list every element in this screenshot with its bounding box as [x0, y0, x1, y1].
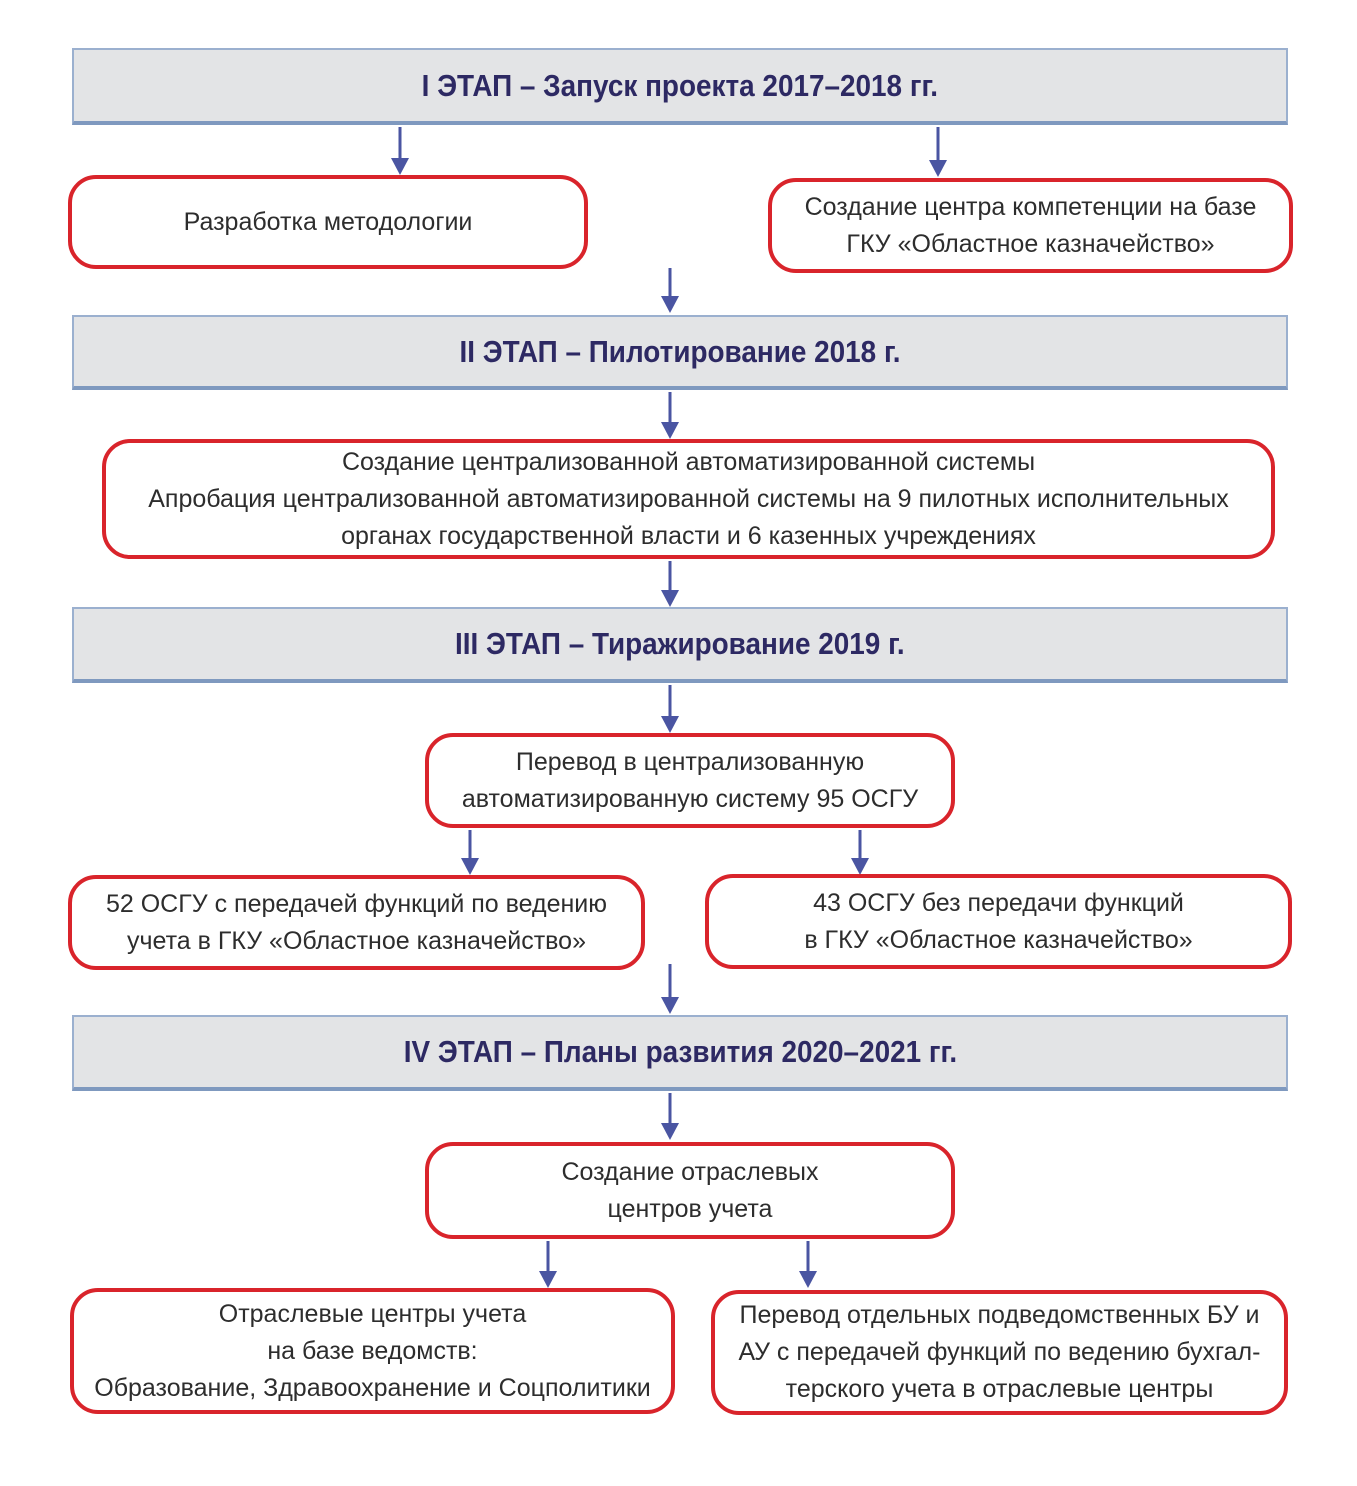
node-text-line: ГКУ «Областное казначейство» — [846, 229, 1215, 258]
arrow-shaft — [806, 1241, 810, 1274]
node-transfer-95: Перевод в централизованную автоматизиров… — [425, 733, 955, 828]
node-centers-by-agency: Отраслевые центры учета на базе ведомств… — [70, 1288, 675, 1414]
stage-4-header: IV ЭТАП – Планы развития 2020–2021 гг. — [72, 1015, 1288, 1091]
arrow-head-icon — [929, 160, 947, 177]
node-text-line: учета в ГКУ «Областное казначейство» — [127, 926, 586, 955]
node-text-line: автоматизированную систему 95 ОСГУ — [461, 784, 919, 813]
node-text-line: Отраслевые центры учета — [218, 1299, 527, 1328]
node-bu-au-transfer: Перевод отдельных подведомственных БУ и … — [711, 1290, 1288, 1415]
node-text-line: органах государственной власти и 6 казен… — [341, 521, 1036, 550]
stage-3-title: III ЭТАП – Тиражирование 2019 г. — [455, 626, 905, 661]
arrow-head-icon — [661, 422, 679, 439]
node-text-line: Перевод отдельных подведомственных БУ и — [739, 1301, 1260, 1329]
stage-1-title: I ЭТАП – Запуск проекта 2017–2018 гг. — [421, 67, 939, 103]
node-text-line: центров учета — [607, 1194, 773, 1223]
node-methodology: Разработка методологии — [68, 175, 588, 269]
arrow-industry-centers-to-centers-by-agency — [539, 1241, 557, 1288]
arrow-head-icon — [661, 1123, 679, 1140]
node-text-line: Создание отраслевых — [561, 1157, 819, 1186]
arrow-head-icon — [661, 997, 679, 1014]
arrow-head-icon — [851, 858, 869, 875]
arrow-head-icon — [539, 1271, 557, 1288]
node-text-line: Апробация централизованной автоматизиров… — [148, 484, 1229, 513]
arrow-shaft — [668, 268, 672, 299]
node-text-line: Создание централизованной автоматизирова… — [341, 447, 1036, 476]
arrow-row3-to-stage4 — [661, 964, 679, 1014]
arrow-shaft — [936, 127, 940, 163]
node-text-line: 52 ОСГУ с передачей функций по ведению — [105, 889, 608, 918]
arrow-stage2-to-pilot-system — [661, 392, 679, 439]
stage-3-header: III ЭТАП – Тиражирование 2019 г. — [72, 607, 1288, 683]
arrow-head-icon — [661, 716, 679, 733]
arrow-shaft — [668, 392, 672, 425]
node-osgu-52: 52 ОСГУ с передачей функций по ведению у… — [68, 875, 645, 970]
arrow-stage1-to-methodology — [391, 127, 409, 175]
node-text-line: Разработка методологии — [183, 207, 473, 236]
arrow-head-icon — [461, 858, 479, 875]
arrow-head-icon — [661, 296, 679, 313]
node-text-line: Образование, Здравоохранение и Соцполити… — [94, 1373, 651, 1402]
arrow-head-icon — [661, 590, 679, 607]
arrow-head-icon — [799, 1271, 817, 1288]
stage-4-title: IV ЭТАП – Планы развития 2020–2021 гг. — [403, 1034, 957, 1069]
stage-2-header: II ЭТАП – Пилотирование 2018 г. — [72, 315, 1288, 390]
node-competence-center: Создание центра компетенции на базе ГКУ … — [768, 178, 1293, 273]
arrow-row1-to-stage2 — [661, 268, 679, 313]
arrow-shaft — [858, 830, 862, 861]
arrow-shaft — [668, 1093, 672, 1126]
arrow-shaft — [398, 127, 402, 161]
arrow-stage4-to-industry-centers — [661, 1093, 679, 1140]
node-pilot-system: Создание централизованной автоматизирова… — [102, 439, 1275, 559]
arrow-shaft — [468, 830, 472, 861]
arrow-stage1-to-competence-center — [929, 127, 947, 177]
node-text-line: в ГКУ «Областное казначейство» — [804, 925, 1193, 954]
arrow-shaft — [668, 561, 672, 593]
node-text-line: Перевод в централизованную — [515, 747, 865, 776]
stage-1-header: I ЭТАП – Запуск проекта 2017–2018 гг. — [72, 48, 1288, 125]
node-text-line: терского учета в отраслевые центры — [785, 1375, 1214, 1403]
arrow-industry-centers-to-bu-au-transfer — [799, 1241, 817, 1288]
arrow-transfer-95-to-osgu-52 — [461, 830, 479, 875]
arrow-shaft — [546, 1241, 550, 1274]
stage-2-title: II ЭТАП – Пилотирование 2018 г. — [459, 333, 901, 369]
node-industry-centers: Создание отраслевых центров учета — [425, 1142, 955, 1239]
node-text-line: АУ с передачей функций по ведению бухгал… — [738, 1338, 1261, 1366]
node-osgu-43: 43 ОСГУ без передачи функций в ГКУ «Обла… — [705, 874, 1292, 969]
node-text-line: 43 ОСГУ без передачи функций — [813, 888, 1184, 917]
arrow-transfer-95-to-osgu-43 — [851, 830, 869, 875]
arrow-head-icon — [391, 158, 409, 175]
arrow-stage3-to-transfer-95 — [661, 685, 679, 733]
node-text-line: на базе ведомств: — [267, 1336, 478, 1365]
arrow-pilot-system-to-stage3 — [661, 561, 679, 607]
arrow-shaft — [668, 685, 672, 719]
node-text-line: Создание центра компетенции на базе — [804, 192, 1257, 221]
arrow-shaft — [668, 964, 672, 1000]
